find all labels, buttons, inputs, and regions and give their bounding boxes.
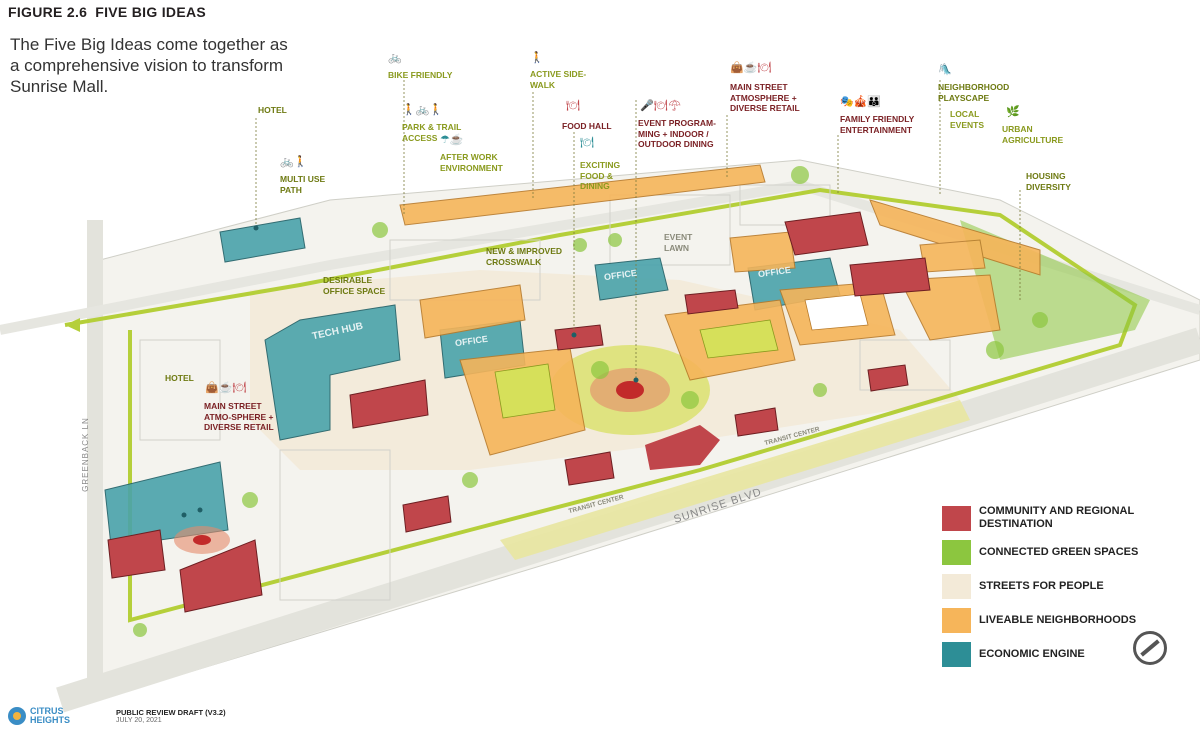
legend-item-green: CONNECTED GREEN SPACES [942,540,1182,565]
figure-number: FIGURE 2.6 [8,4,88,20]
legend-item-economic: ECONOMIC ENGINE [942,642,1182,667]
logo-text: CITRUS HEIGHTS [30,706,71,725]
label-multi-use-path: MULTI USE PATH [280,174,326,195]
legend-swatch-economic [942,642,971,667]
draft-version: PUBLIC REVIEW DRAFT (V3.2) [116,708,226,717]
label-main-street-top: MAIN STREET ATMOSPHERE + DIVERSE RETAIL [730,82,800,113]
res-block-1 [419,284,526,339]
legend-swatch-streets [942,574,971,599]
office-building-2 [594,257,669,301]
leader-dots [181,225,639,518]
draft-date: JULY 20, 2021 [116,717,162,724]
logo-mark-icon [8,707,26,725]
walk-icon: 🚶 [530,52,544,64]
family-icons: 🎭🎪👪 [840,96,882,108]
food-icon: 🍽 [566,100,580,112]
left-hotspot-inner [193,535,211,545]
label-housing-diversity: HOUSING DIVERSITY [1026,171,1071,192]
label-after-work: AFTER WORK ENVIRONMENT [440,152,503,173]
legend-item-community: COMMUNITY AND REGIONAL DESTINATION [942,505,1182,531]
res-block-6 [729,231,796,273]
label-active-sidewalk: ACTIVE SIDE-WALK [530,69,587,90]
label-event-programming: EVENT PROGRAM-MING + INDOOR / OUTDOOR DI… [638,118,716,149]
label-urban-agriculture: URBAN AGRICULTURE [1002,124,1064,145]
legend-swatch-green [942,540,971,565]
event-icons: 🎤🍽☂ [640,100,682,112]
event-tent [645,425,720,470]
intro-text: The Five Big Ideas come together as a co… [10,35,288,96]
legend-label-liveable: LIVEABLE NEIGHBORHOODS [979,614,1137,626]
res-row-top [399,164,766,226]
label-food-hall: FOOD HALL [562,121,612,131]
draft-info: PUBLIC REVIEW DRAFT (V3.2) JULY 20, 2021 [116,708,226,724]
hotel-top-building [219,217,306,263]
leaf-icon: 🌿 [1006,106,1020,118]
label-family-friendly: FAMILY FRIENDLY ENTERTAINMENT [840,114,915,135]
playground-icon: 🛝 [938,64,952,76]
res-block-5 [899,274,1001,341]
dining-icon: 🍽 [580,137,594,149]
citrus-heights-logo: CITRUS HEIGHTS [8,707,78,725]
bike-icon: 🚲 [388,52,402,64]
footer: CITRUS HEIGHTS PUBLIC REVIEW DRAFT (V3.2… [8,707,226,725]
label-event-lawn: EVENT LAWN [664,232,693,253]
tech-hub-building [264,304,401,441]
regional-buildings [107,211,931,613]
label-bike-friendly: BIKE FRIENDLY [388,70,453,80]
compass-icon [1133,631,1167,665]
shopping-icons-left: 👜☕🍽 [205,382,247,394]
label-hotel-left: HOTEL [165,373,194,383]
legend-item-liveable: LIVEABLE NEIGHBORHOODS [942,608,1182,633]
legend-label-community: COMMUNITY AND REGIONAL DESTINATION [979,505,1135,530]
label-neighborhood-playscape: NEIGHBORHOOD PLAYSCAPE [938,82,1010,103]
label-greenback-ln: GREENBACK LN [80,417,90,492]
res-block-7 [919,239,986,273]
path-arrow-left [65,318,80,332]
legend-label-streets: STREETS FOR PEOPLE [979,580,1104,592]
shopping-icons: 👜☕🍽 [730,62,772,74]
green-buffer-bottom [500,400,970,560]
white-courtyards [804,293,869,331]
courtyards [494,319,779,419]
legend-label-economic: ECONOMIC ENGINE [979,648,1085,660]
park-trail-icons: 🚶🚲🚶 [402,104,444,116]
label-park-trail: PARK & TRAIL ACCESS [402,122,462,143]
economic-buildings [104,217,841,556]
label-new-crosswalk: NEW & IMPROVED CROSSWALK [486,246,563,267]
legend-item-streets: STREETS FOR PEOPLE [942,574,1182,599]
after-work-icons: ☂☕ [440,134,464,146]
legend-label-green: CONNECTED GREEN SPACES [979,546,1139,558]
figure-title: FIGURE 2.6 FIVE BIG IDEAS [8,4,206,20]
leader-lines [255,80,1021,380]
figure-heading: FIVE BIG IDEAS [95,4,207,20]
label-desirable-office: DESIRABLE OFFICE SPACE [323,275,386,296]
trees [133,166,1048,637]
liveable-buildings [399,164,1041,456]
legend: COMMUNITY AND REGIONAL DESTINATION CONNE… [942,505,1182,676]
legend-swatch-liveable [942,608,971,633]
label-main-street-left: MAIN STREET ATMO-SPHERE + DIVERSE RETAIL [204,401,274,432]
res-row-right [869,199,1041,276]
label-local-events: LOCAL EVENTS [950,109,985,130]
plaza-hotspot-inner [616,381,644,399]
label-hotel-top: HOTEL [258,105,287,115]
label-exciting-food: EXCITING FOOD & DINING [580,160,621,191]
legend-swatch-community [942,505,971,531]
multi-use-path-icons: 🚲🚶 [280,156,308,168]
